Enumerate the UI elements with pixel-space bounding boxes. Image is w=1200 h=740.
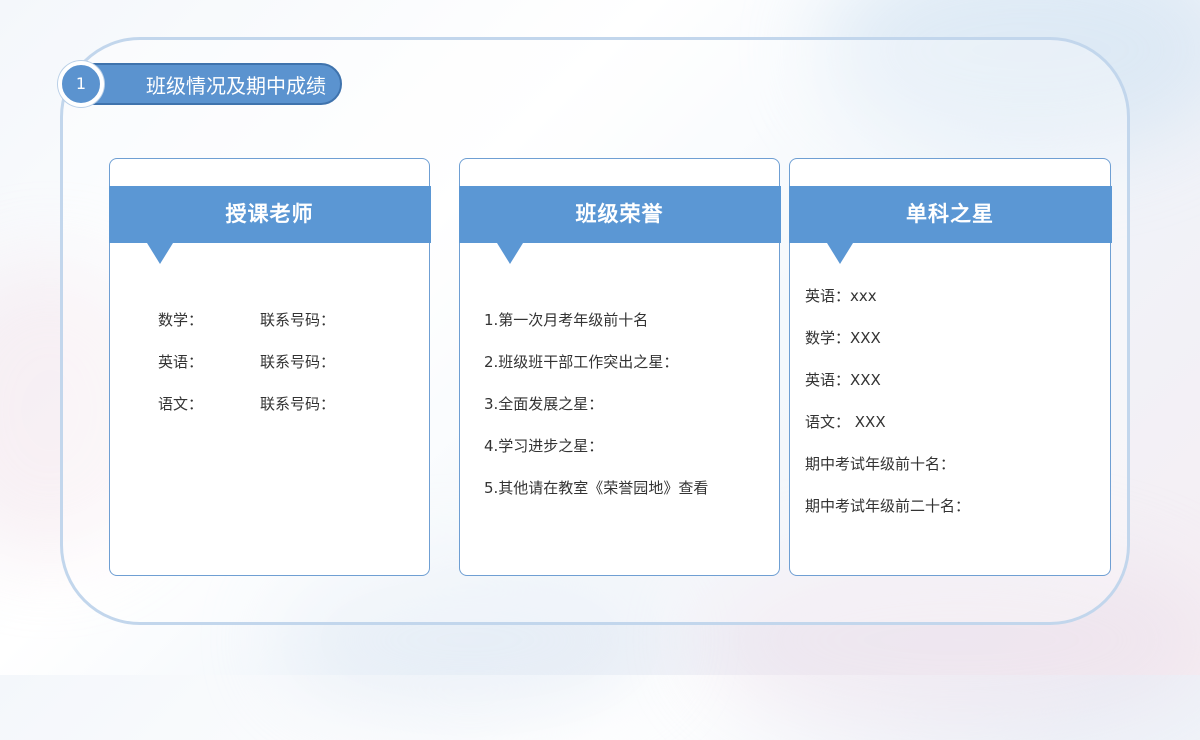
card-header-pointer xyxy=(826,243,853,264)
list-item: 期中考试年级前二十名： xyxy=(805,497,971,515)
list-item: 语文： 联系号码： xyxy=(158,393,335,435)
section-number-badge: 1 xyxy=(58,61,104,107)
card-title: 单科之星 xyxy=(906,202,994,226)
card-title: 班级荣誉 xyxy=(575,202,664,226)
section-header: 班级情况及期中成绩 1 xyxy=(58,61,344,108)
list-item: 2.班级班干部工作突出之星： xyxy=(484,353,679,371)
list-item: 英语：xxx xyxy=(805,287,877,305)
card-title: 授课老师 xyxy=(225,202,314,226)
list-item: 英语： 联系号码： xyxy=(158,351,335,393)
list-item: 数学： 联系号码： xyxy=(158,309,335,351)
card-header-pointer xyxy=(496,243,523,264)
contact-label: 联系号码： xyxy=(260,311,336,329)
card-header: 授课老师 xyxy=(108,186,431,264)
list-item: 3.全面发展之星： xyxy=(484,395,604,413)
list-item: 期中考试年级前十名： xyxy=(805,455,956,473)
card-header: 班级荣誉 xyxy=(458,186,781,264)
section-title-bar: 班级情况及期中成绩 xyxy=(84,63,342,105)
teacher-list: 数学： 联系号码： 英语： 联系号码： 语文： 联系号码： xyxy=(158,309,335,435)
star-list: 英语：xxx 数学：XXX 英语：XXX 语文： XXX 期中考试年级前十名： … xyxy=(805,285,970,537)
section-title: 班级情况及期中成绩 xyxy=(146,74,326,98)
list-item: 语文： XXX xyxy=(805,413,886,431)
contact-label: 联系号码： xyxy=(260,395,336,413)
honor-list: 1.第一次月考年级前十名 2.班级班干部工作突出之星： 3.全面发展之星： 4.… xyxy=(484,309,708,519)
subject-label: 语文： xyxy=(158,395,204,413)
subject-label: 数学： xyxy=(158,311,204,329)
subject-stars-card: 单科之星 英语：xxx 数学：XXX 英语：XXX 语文： XXX 期中考试年级… xyxy=(788,158,1112,576)
list-item: 数学：XXX xyxy=(805,329,881,347)
card-header: 单科之星 xyxy=(788,186,1112,264)
list-item: 英语：XXX xyxy=(805,371,881,389)
subject-label: 英语： xyxy=(158,353,204,371)
list-item: 1.第一次月考年级前十名 xyxy=(484,311,649,329)
card-header-pointer xyxy=(146,243,173,264)
list-item: 5.其他请在教室《荣誉园地》查看 xyxy=(484,479,709,497)
contact-label: 联系号码： xyxy=(260,353,336,371)
honors-card: 班级荣誉 1.第一次月考年级前十名 2.班级班干部工作突出之星： 3.全面发展之… xyxy=(458,158,781,576)
teachers-card: 授课老师 数学： 联系号码： 英语： 联系号码： 语文： 联系号码： xyxy=(108,158,431,576)
list-item: 4.学习进步之星： xyxy=(484,437,604,455)
